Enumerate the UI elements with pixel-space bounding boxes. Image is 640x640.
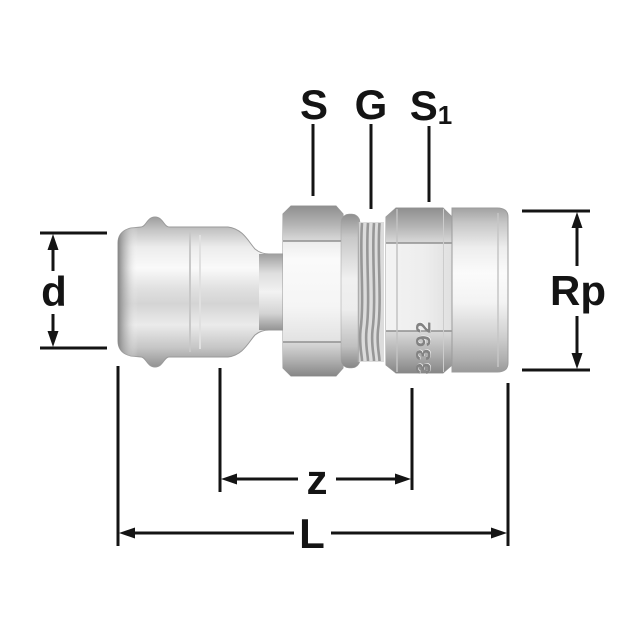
dimension-rp	[522, 209, 590, 372]
label-rp: Rp	[550, 267, 606, 314]
union-nut-flat	[283, 241, 343, 342]
dimension-lines	[40, 124, 590, 546]
dimension-l	[116, 366, 510, 546]
label-g: G	[354, 81, 388, 128]
label-s1-subscript: 1	[437, 100, 453, 130]
body-hex-top-chamfer	[386, 208, 452, 243]
label-d: d	[41, 268, 67, 315]
socket-neck	[259, 254, 284, 330]
label-s: S	[299, 81, 329, 128]
union-nut-collar	[340, 213, 361, 369]
dimension-d	[40, 231, 107, 350]
label-l: L	[299, 510, 325, 557]
body-hex-flat	[386, 243, 452, 331]
press-socket-face	[118, 227, 138, 357]
dimension-z	[218, 368, 414, 492]
label-z: z	[306, 456, 328, 503]
union-nut-top-chamfer	[283, 206, 343, 241]
label-s1-base: S	[409, 82, 438, 129]
body-hex-bottom-chamfer	[386, 331, 452, 373]
thread-crests	[358, 222, 381, 362]
rp-cylinder	[451, 207, 509, 373]
part-marking: 3392	[412, 319, 436, 375]
fitting-body	[117, 205, 509, 377]
label-s1: S1	[409, 82, 453, 130]
union-nut-bottom-chamfer	[283, 342, 343, 376]
